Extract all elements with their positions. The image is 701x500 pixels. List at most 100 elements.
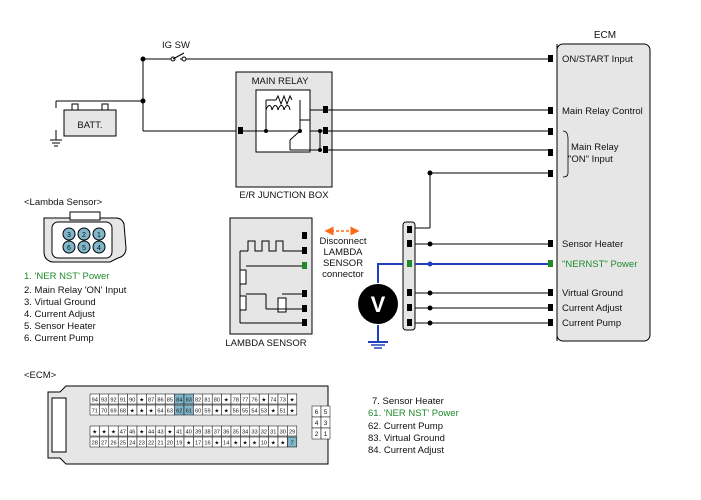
ecm-pin-number: 73 [280, 398, 286, 404]
ecm-pin-on-start: ON/START Input [562, 54, 633, 65]
ecm-pin-number: ★ [186, 440, 191, 447]
ecm-pin-number: 14 [223, 441, 229, 447]
ecm-pin-number: 25 [120, 441, 126, 447]
ecm-pin-number: 59 [204, 409, 210, 415]
ecm-pin-number: ★ [139, 429, 144, 436]
ecm-pin-number: ★ [167, 429, 172, 436]
ecm-pin-number: 56 [233, 409, 239, 415]
ecm-module: ECM ON/START Input Main Relay Control Ma… [548, 30, 651, 342]
ecm-side-pin-cell [320, 427, 331, 440]
ecm-pin-number: ★ [214, 440, 219, 447]
ecm-pin-number: 28 [92, 441, 98, 447]
ecm-pin-nernst-power: "NERNST" Power [562, 259, 637, 270]
svg-text:LAMBDA: LAMBDA [323, 247, 363, 258]
ecm-pin-number: 41 [176, 430, 182, 436]
ecm-pin-number: 91 [120, 398, 126, 404]
ecm-pin-number: ★ [139, 397, 144, 404]
svg-text:5: 5 [82, 245, 86, 252]
disconnect-note: Disconnect LAMBDA SENSOR connector [320, 226, 367, 280]
ecm-pin-62: 62. Current Pump [368, 421, 443, 432]
ig-sw-label: IG SW [162, 40, 190, 51]
svg-text:3: 3 [67, 232, 71, 239]
lambda-pin-3: 3. Virtual Ground [24, 297, 96, 308]
ecm-pin-number: ★ [149, 408, 154, 415]
ecm-pin-number: 44 [148, 430, 154, 436]
ecm-pin-number: 55 [242, 409, 248, 415]
ecm-pin-number: ★ [280, 440, 285, 447]
svg-text:Disconnect: Disconnect [320, 236, 367, 247]
ecm-pin-83: 83. Virtual Ground [368, 433, 445, 444]
power-wiring [50, 58, 548, 147]
ecm-pin-number: 84 [176, 398, 182, 404]
svg-text:SENSOR: SENSOR [323, 258, 363, 269]
ecm-pin-84: 84. Current Adjust [368, 445, 444, 456]
lambda-pin-4: 4. Current Adjust [24, 309, 95, 320]
ecm-side-pin-number: 3 [324, 420, 328, 427]
ecm-pin-number: 68 [120, 409, 126, 415]
ecm-pin-number: ★ [252, 440, 257, 447]
ecm-pin-number: ★ [92, 429, 97, 436]
ecm-pin-cell [287, 425, 298, 437]
ecm-pin-number: 47 [120, 430, 126, 436]
voltmeter: V [358, 263, 403, 349]
svg-text:2: 2 [82, 232, 86, 239]
ecm-pin-number: ★ [290, 408, 295, 415]
ecm-pin-sensor-heater: Sensor Heater [562, 239, 623, 250]
ecm-pin-number: 87 [148, 398, 154, 404]
er-junction-box: MAIN RELAY E/R JUNCTION BOX [235, 71, 548, 201]
lambda-heading: <Lambda Sensor> [24, 197, 103, 208]
ecm-bracket [562, 130, 569, 178]
lambda-sensor-body: LAMBDA SENSOR [225, 217, 313, 349]
ecm-pin-number: 43 [157, 430, 163, 436]
ecm-pin-number: 40 [186, 430, 192, 436]
ecm-pin-number: 92 [110, 398, 116, 404]
ecm-pin-number: 64 [157, 409, 163, 415]
ecm-pin-number: ★ [130, 408, 135, 415]
ecm-pin-number: 22 [148, 441, 154, 447]
ecm-pin-number: 20 [167, 441, 173, 447]
ecm-side-pin-number: 1 [324, 431, 328, 438]
ecm-pin-number: ★ [271, 440, 276, 447]
ecm-pin-on-input: "ON" Input [568, 154, 613, 165]
ecm-pin-number: ★ [261, 397, 266, 404]
ecm-pin-number: 77 [242, 398, 248, 404]
ecm-pin-number: ★ [233, 440, 238, 447]
lambda-pin-6: 6. Current Pump [24, 333, 94, 344]
ecm-pin-number: 82 [195, 398, 201, 404]
harness-connector [402, 221, 416, 331]
ecm-pin-number: 19 [176, 441, 182, 447]
ecm-pin-number: 10 [261, 441, 267, 447]
ecm-side-pin-number: 5 [324, 409, 328, 416]
ecm-pin-number: 71 [92, 409, 98, 415]
ecm-pin-number: 86 [157, 398, 163, 404]
relay-output-wires [328, 109, 548, 229]
main-relay-label: MAIN RELAY [252, 76, 310, 87]
svg-text:4: 4 [97, 245, 101, 252]
ecm-pin-number: 32 [261, 430, 267, 436]
ecm-pin-number: ★ [224, 408, 229, 415]
ecm-pin-number: 39 [195, 430, 201, 436]
ecm-terminals [548, 55, 553, 326]
ecm-pin-number: ★ [243, 440, 248, 447]
battery-label: BATT. [77, 120, 102, 131]
ecm-pin-number: 33 [251, 430, 257, 436]
ecm-pin-number: 60 [195, 409, 201, 415]
ecm-pin-current-pump: Current Pump [562, 318, 621, 329]
ecm-pin-number: 81 [204, 398, 210, 404]
lambda-pin-5: 5. Sensor Heater [24, 321, 96, 332]
ecm-pin-number: 94 [92, 398, 98, 404]
battery-icon: BATT. [63, 103, 117, 137]
ecm-pin-number: 51 [280, 409, 286, 415]
ecm-pin-number: 23 [139, 441, 145, 447]
ecm-pin-number: ★ [224, 397, 229, 404]
ecm-pin-number: ★ [139, 408, 144, 415]
ecm-pin-number: 70 [101, 409, 107, 415]
ecm-pin-number: 83 [186, 398, 192, 404]
ecm-pin-virtual-ground: Virtual Ground [562, 288, 623, 299]
ecm-pin-number: 34 [242, 430, 248, 436]
ecm-pin-number: 90 [129, 398, 135, 404]
ecm-pin-main-relay: Main Relay [571, 142, 619, 153]
